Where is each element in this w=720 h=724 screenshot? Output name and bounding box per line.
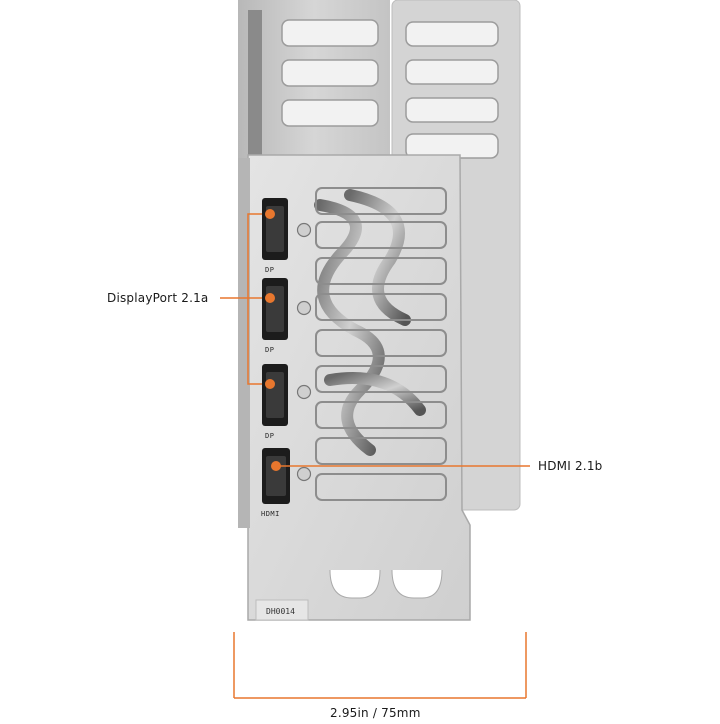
port-tag: DP	[265, 266, 274, 274]
width-dimension-bracket	[233, 632, 527, 699]
hdmi-callout-label: HDMI 2.1b	[538, 459, 603, 473]
hdmi-callout-line	[271, 461, 530, 471]
width-dimension-label: 2.95in / 75mm	[330, 706, 421, 720]
bracket-id-marking: DH0014	[266, 607, 295, 616]
port-tag: HDMI	[261, 510, 280, 518]
port-tag: DP	[265, 346, 274, 354]
displayport-callout-label: DisplayPort 2.1a	[107, 291, 209, 305]
bracket-vents	[315, 187, 447, 501]
port-tag: DP	[265, 432, 274, 440]
displayport-callout-lines	[220, 213, 262, 385]
mounting-screws	[296, 222, 312, 482]
displayport-markers	[265, 209, 275, 389]
